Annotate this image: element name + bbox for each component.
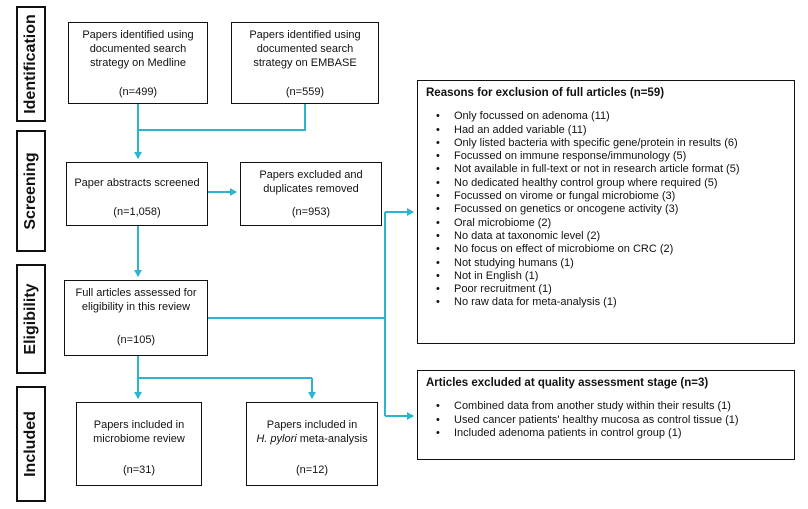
box-reasons-full: Reasons for exclusion of full articles (… [417,80,795,344]
list-item: No raw data for meta-analysis (1) [436,296,786,310]
phase-included: Included [16,386,46,502]
box-fulltext-count: (n=105) [116,334,156,346]
list-item: Poor recruitment (1) [436,283,786,297]
phase-identification-label: Identification [22,14,39,114]
phase-eligibility: Eligibility [16,264,46,374]
box-fulltext-text: Full articles assessed for eligibility i… [75,287,197,313]
list-item: No data at taxonomic level (2) [436,230,786,244]
box-reasons-quality: Articles excluded at quality assessment … [417,370,795,460]
box-microbiome-count: (n=31) [122,464,156,476]
phase-identification: Identification [16,6,46,122]
phase-screening: Screening [16,130,46,252]
phase-included-label: Included [22,411,39,477]
list-item: Not available in full-text or not in res… [436,163,786,177]
list-item: No dedicated healthy control group where… [436,177,786,191]
reasons-full-list: Only focussed on adenoma (11) Had an add… [426,110,786,310]
list-item: No focus on effect of microbiome on CRC … [436,243,786,257]
reasons-quality-list: Combined data from another study within … [426,400,786,440]
list-item: Oral microbiome (2) [436,217,786,231]
list-item: Focussed on immune response/immunology (… [436,150,786,164]
box-hpylori-text: Papers included in H. pylori meta-analysi… [253,418,371,446]
list-item: Had an added variable (11) [436,124,786,138]
box-excluded-text: Papers excluded and duplicates removed [259,169,363,195]
list-item: Combined data from another study within … [436,400,786,414]
box-screened-count: (n=1,058) [113,206,161,218]
phase-screening-label: Screening [22,152,39,230]
list-item: Only listed bacteria with specific gene/… [436,137,786,151]
box-embase: Papers identified using documented searc… [231,22,379,104]
connector-embase [138,104,306,131]
reasons-quality-title: Articles excluded at quality assessment … [426,377,709,389]
box-embase-text: Papers identified using documented searc… [249,29,361,69]
box-screened: Paper abstracts screened (n=1,058) [66,162,208,226]
box-medline-count: (n=499) [118,86,158,98]
list-item: Focussed on genetics or oncogene activit… [436,203,786,217]
list-item: Not studying humans (1) [436,257,786,271]
box-excluded-count: (n=953) [291,206,331,218]
phase-eligibility-label: Eligibility [22,283,39,355]
box-microbiome: Papers included in microbiome review (n=… [76,402,202,486]
box-embase-count: (n=559) [285,86,325,98]
box-excluded: Papers excluded and duplicates removed (… [240,162,382,226]
box-hpylori-text-prefix: Papers included in [266,419,358,431]
box-screened-text: Paper abstracts screened [74,177,200,189]
box-medline-text: Papers identified using documented searc… [82,29,194,69]
box-fulltext: Full articles assessed for eligibility i… [64,280,208,356]
list-item: Used cancer patients' healthy mucosa as … [436,414,786,428]
box-microbiome-text: Papers included in microbiome review [93,419,185,445]
list-item: Focussed on virome or fungal microbiome … [436,190,786,204]
box-hpylori: Papers included in H. pylori meta-analysi… [246,402,378,486]
box-hpylori-count: (n=12) [295,464,329,476]
list-item: Included adenoma patients in control gro… [436,427,786,441]
box-hpylori-text-suffix: meta-analysis [299,433,368,445]
list-item: Not in English (1) [436,270,786,284]
list-item: Only focussed on adenoma (11) [436,110,786,124]
box-medline: Papers identified using documented searc… [68,22,208,104]
box-hpylori-text-italic: H. pylori [256,433,297,445]
reasons-full-title: Reasons for exclusion of full articles (… [426,87,665,99]
